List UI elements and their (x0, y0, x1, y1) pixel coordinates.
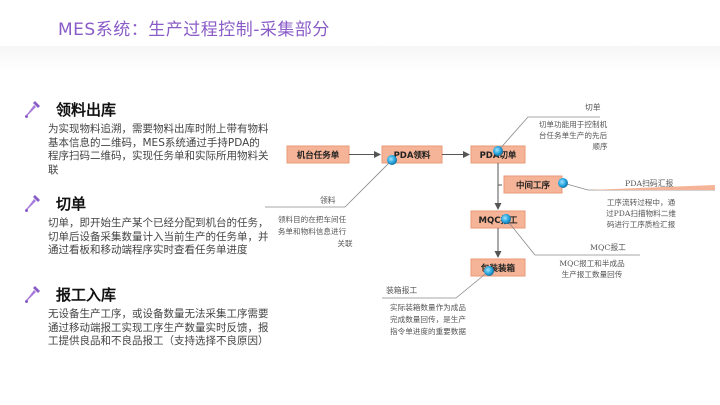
section-switch-order: 切单 切单，即开始生产某个已经分配到机台的任务，切单后设备采集数量计入当前生产的… (24, 192, 269, 258)
dropper-icon (25, 101, 40, 118)
note-line: 完成数量回传，是生产 (390, 314, 466, 324)
note-mqc: MQC报工和半成品 生产报工数量回传 (559, 258, 625, 279)
label-switch: 切单 (585, 102, 601, 112)
note-line: 台任务单生产的先后 (539, 130, 608, 140)
box-pack: 包装装箱 (470, 258, 526, 277)
section-heading: 切单 (56, 194, 87, 213)
box-label: 包装装箱 (481, 263, 516, 274)
marker-dot (501, 214, 511, 224)
note-pack: 实际装箱数量作为成品 完成数量回传，是生产 指令单进度的重要数据 (390, 302, 466, 336)
marker-dot (387, 155, 397, 165)
label-pda-scan: PDA扫码汇报 (625, 178, 674, 188)
box-mid-process: 中间工序 (503, 175, 563, 194)
section-body: 无设备生产工序，或设备数量无法采集工序需要通过移动端报工实现工序生产数量实时反馈… (48, 308, 269, 348)
note-pick: 领料目的在把车间任 务单和物料信息进行 关联 (278, 214, 353, 248)
marker-dot (558, 178, 568, 188)
note-line: 指令单进度的重要数据 (390, 326, 466, 336)
label-pick: 领料 (320, 195, 336, 205)
box-label: 机台任务单 (297, 150, 340, 161)
dropper-icon (25, 286, 40, 303)
title-band (0, 46, 720, 72)
box-label: 中间工序 (516, 180, 551, 191)
label-pack: 装箱报工 (386, 285, 417, 295)
note-line: 工序流转过程中，通 (607, 197, 676, 207)
page-title: MES系统：生产过程控制-采集部分 (58, 20, 330, 40)
note-switch: 切单功能用于控制机 台任务单生产的先后 顺序 (539, 119, 608, 151)
box-label: PDA领料 (394, 150, 431, 161)
note-line: 过PDA扫描物料二维 (606, 208, 676, 218)
note-line: 务单和物料信息进行 (278, 226, 347, 236)
note-line: 生产报工数量回传 (562, 269, 623, 279)
section-heading: 领料出库 (56, 100, 117, 119)
flow-arrows (349, 151, 502, 258)
accent-wedge (588, 185, 715, 190)
note-line: 关联 (337, 238, 353, 248)
note-line: 实际装箱数量作为成品 (390, 302, 466, 312)
note-line: MQC报工和半成品 (559, 258, 625, 268)
note-line: 切单功能用于控制机 (539, 119, 608, 129)
label-mqc: MQC报工 (590, 242, 626, 252)
section-material-out: 领料出库 为实现物料追溯，需要物料出库时附上带有物料基本信息的二维码，MES系统… (24, 98, 269, 177)
box-mqc: MQC报工 (470, 210, 526, 229)
section-body: 切单，即开始生产某个已经分配到机台的任务，切单后设备采集数量计入当前生产的任务单… (48, 217, 269, 257)
note-line: 顺序 (592, 141, 608, 151)
note-pda-scan: 工序流转过程中，通 过PDA扫描物料二维 码进行工序质检汇报 (606, 197, 676, 229)
section-report-in: 报工入库 无设备生产工序，或设备数量无法采集工序需要通过移动端报工实现工序生产数… (24, 283, 269, 349)
box-label: MQC报工 (479, 215, 518, 226)
section-body: 为实现物料追溯，需要物料出库时附上带有物料基本信息的二维码，MES系统通过手持P… (48, 123, 269, 176)
dropper-icon (25, 195, 40, 212)
note-line: 领料目的在把车间任 (278, 214, 347, 224)
marker-dot (493, 146, 503, 156)
section-heading: 报工入库 (56, 285, 117, 304)
marker-dot (484, 266, 494, 276)
box-machine-task: 机台任务单 (286, 145, 350, 164)
note-line: 码进行工序质检汇报 (607, 219, 676, 229)
